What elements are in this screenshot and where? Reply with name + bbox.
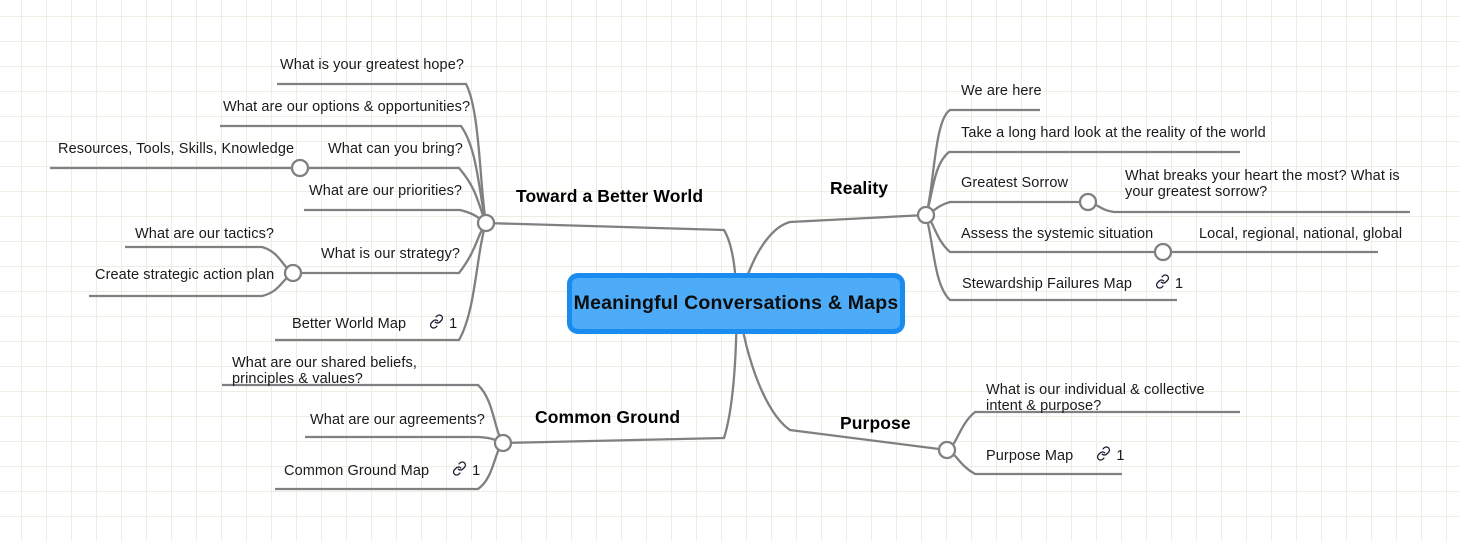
node-stewardship-failures-map-label: Stewardship Failures Map (962, 276, 1133, 292)
node-common-ground-map[interactable]: Common Ground Map 1 (284, 461, 480, 481)
junction-common-ground (493, 433, 513, 453)
edge-reality-stewardship-map (924, 214, 1177, 302)
edge-bw-priorities (304, 208, 487, 224)
link-icon (429, 314, 444, 334)
node-assess-systemic-situation[interactable]: Assess the systemic situation (961, 226, 1154, 242)
node-we-are-here[interactable]: We are here (961, 83, 1042, 99)
node-what-is-our-strategy[interactable]: What is our strategy? (321, 246, 461, 262)
link-count: 1 (449, 316, 458, 332)
junction-assess-systemic (1153, 242, 1173, 262)
edge-sorrow-breaks-heart (1087, 200, 1410, 214)
link-count: 1 (1175, 276, 1184, 292)
link-icon (452, 461, 467, 481)
branch-label-reality[interactable]: Reality (830, 178, 889, 198)
branch-label-purpose[interactable]: Purpose (840, 413, 911, 433)
node-local-regional-national-global[interactable]: Local, regional, national, global (1199, 226, 1403, 242)
edge-reality-greatest-sorrow (925, 200, 1088, 217)
link-icon (1155, 274, 1170, 294)
node-take-a-long-hard-look[interactable]: Take a long hard look at the reality of … (961, 125, 1266, 141)
root-node-label: Meaningful Conversations & Maps (573, 292, 899, 314)
edge-cg-agreements (305, 435, 504, 445)
node-greatest-hope[interactable]: What is your greatest hope? (280, 57, 465, 73)
junction-better-world (476, 213, 496, 233)
link-count: 1 (472, 463, 481, 479)
node-breaks-your-heart[interactable]: What breaks your heart the most? What is… (1125, 168, 1400, 200)
node-purpose-map-label: Purpose Map (986, 448, 1074, 464)
junction-greatest-sorrow (1078, 192, 1098, 212)
node-resources-tools-skills-knowledge[interactable]: Resources, Tools, Skills, Knowledge (58, 141, 295, 157)
junction-reality (916, 205, 936, 225)
branch-label-toward-a-better-world[interactable]: Toward a Better World (516, 186, 704, 206)
node-better-world-map-label: Better World Map (292, 316, 407, 332)
link-icon (1096, 446, 1111, 466)
junction-what-can-you-bring (290, 158, 310, 178)
node-our-agreements[interactable]: What are our agreements? (310, 412, 485, 428)
node-better-world-map[interactable]: Better World Map 1 (292, 314, 457, 334)
link-count: 1 (1116, 448, 1125, 464)
node-our-priorities[interactable]: What are our priorities? (309, 183, 463, 199)
node-individual-collective-intent[interactable]: What is our individual & collective inte… (986, 382, 1205, 414)
edge-bw-map (275, 222, 488, 342)
node-shared-beliefs[interactable]: What are our shared beliefs, principles … (232, 355, 417, 387)
edge-purpose-intent (946, 410, 1240, 452)
branch-label-common-ground[interactable]: Common Ground (535, 407, 681, 427)
node-purpose-map[interactable]: Purpose Map 1 (986, 446, 1124, 466)
node-common-ground-map-label: Common Ground Map (284, 463, 430, 479)
junction-strategy (283, 263, 303, 283)
root-node[interactable]: Meaningful Conversations & Maps (567, 273, 905, 334)
node-stewardship-failures-map[interactable]: Stewardship Failures Map 1 (962, 274, 1183, 294)
node-our-tactics[interactable]: What are our tactics? (135, 226, 275, 242)
junction-purpose (937, 440, 957, 460)
node-options-opportunities[interactable]: What are our options & opportunities? (223, 99, 471, 115)
node-create-strategic-action-plan[interactable]: Create strategic action plan (95, 267, 275, 283)
edge-bw-options (220, 124, 488, 224)
node-greatest-sorrow[interactable]: Greatest Sorrow (961, 175, 1069, 191)
node-what-can-you-bring[interactable]: What can you bring? (328, 141, 463, 157)
